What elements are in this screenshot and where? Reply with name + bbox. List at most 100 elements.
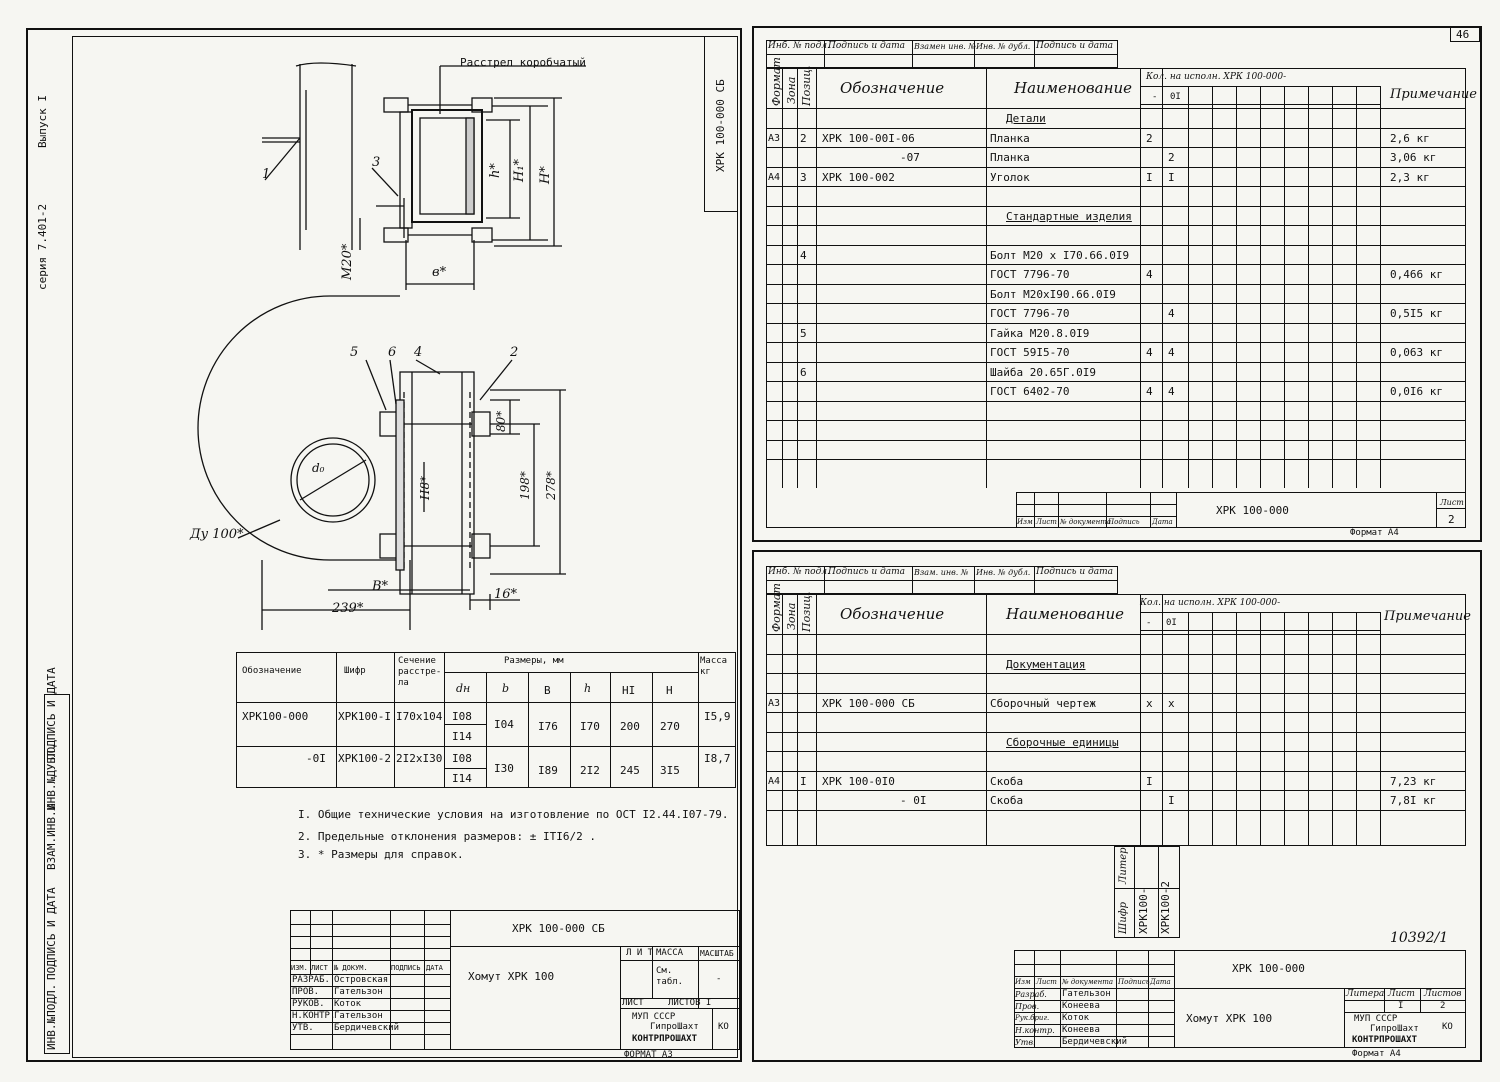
grid-line: [1284, 86, 1285, 488]
top-head-zone: Зона: [785, 76, 798, 104]
left-org-3: КОНТРПРОШАХТ: [632, 1034, 698, 1044]
row-format: А4: [768, 171, 781, 183]
bottom-name-1: Гательзон: [1062, 989, 1111, 999]
bottom-head-format: Формат: [770, 583, 783, 632]
left-stamp-sheets: ЛИСТОВ I: [668, 998, 712, 1008]
table-row-2-h: 2I2: [580, 764, 600, 777]
grid-line: [1140, 594, 1141, 846]
row-name: Гайка М20.8.0I9: [990, 326, 1090, 340]
row-note: 2,6 кг: [1390, 131, 1430, 145]
label-H: H*: [538, 166, 553, 184]
row-format: А3: [768, 132, 781, 144]
table-row-1-dn2: I14: [452, 730, 472, 743]
grid-line: [1356, 612, 1357, 846]
row-qty-2: 4: [1168, 346, 1175, 359]
top-head-pos: Позиц.: [800, 65, 813, 106]
grid-line: [766, 809, 1466, 811]
grid-line: [766, 381, 1466, 382]
bottom-stamp-3: Взам. инв. №: [914, 568, 969, 577]
grid-line: [1162, 68, 1163, 488]
table-row-2-code: -0I: [306, 752, 326, 765]
row-name: ГОСТ 6402-70: [990, 385, 1070, 398]
top-head-q2: 0I: [1170, 92, 1181, 102]
stamp-name-4: Гательзон: [334, 1011, 383, 1021]
th-designation: Обозначение: [242, 666, 302, 676]
table-row-2-H: 3I5: [660, 764, 680, 777]
bottom-name-4: Конеева: [1062, 1025, 1100, 1035]
bottom-head-qty: Кол. на исполн. ХРК 100-000-: [1140, 598, 1281, 608]
bottom-org-1: МУП СССР: [1354, 1014, 1398, 1024]
callout-casing: Расстрел коробчатый: [460, 56, 586, 69]
row-designation: ХРК 100-000 СБ: [822, 696, 915, 710]
bottom-stamp-sheets: Листов: [1424, 989, 1462, 999]
bottom-role-1: Разраб.: [1015, 990, 1047, 999]
top-title-stamp: [1016, 492, 1466, 528]
bottom-name-2: Конеева: [1062, 1001, 1100, 1011]
label-80: 80*: [494, 410, 508, 432]
grid-line: [766, 692, 1466, 694]
bottom-format: Формат А4: [1352, 1049, 1401, 1059]
row-qty-2: 2: [1168, 151, 1175, 164]
bottom-stamp-izm: Изм: [1015, 978, 1031, 986]
row-designation: ХРК 100-00I-06: [822, 131, 915, 145]
grid-line: [986, 594, 987, 846]
grid-line: [766, 342, 1466, 343]
th-mass: Масса кг: [700, 656, 728, 677]
row-qty-2: 4: [1168, 385, 1175, 398]
table-row-1-B: I76: [538, 720, 558, 733]
grid-line: [1148, 950, 1149, 1048]
side-code-box: [704, 36, 738, 212]
handwritten-number: 10392/1: [1390, 930, 1449, 946]
grid-line: [1212, 612, 1213, 846]
left-stamp-title: Хомут ХРК 100: [468, 970, 555, 983]
table-row-1-code: ХРК100-000: [242, 710, 309, 723]
row-note: 3,06 кг: [1390, 151, 1437, 164]
top-right-spec-sheet: [752, 26, 1482, 542]
grid-line: [766, 459, 1466, 460]
row-position: 4: [800, 248, 807, 262]
note-2: 2. Предельные отклонения размеров: ± IТI…: [298, 830, 597, 843]
grid-line: [1014, 1000, 1174, 1001]
liter-label: Литер.: [1118, 844, 1129, 884]
row-qty-1: I: [1146, 774, 1153, 788]
stamp-head-list: ЛИСТ: [311, 964, 328, 972]
grid-line: [766, 108, 1466, 109]
th-h: h: [584, 682, 592, 695]
label-198: 198*: [518, 471, 532, 500]
top-stamp-list: Лист: [1036, 518, 1057, 526]
top-head-designation: Обозначение: [840, 79, 945, 97]
row-name: Уголок: [990, 170, 1030, 184]
left-stamp-mass: МАССА: [656, 948, 684, 958]
top-stamp-3: Взамен инв. №: [914, 42, 976, 51]
grid-line: [766, 166, 1466, 168]
row-name: Планка: [990, 151, 1030, 164]
bottom-stamp-date: Дата: [1150, 978, 1171, 986]
th-sizes: Размеры, мм: [504, 656, 564, 666]
th-section: Сечение расстре-ла: [398, 656, 442, 688]
side-stamp-strip: [44, 694, 70, 1054]
bottom-role-3: Рук.бриг.: [1015, 1014, 1050, 1022]
left-format: ФОРМАТ А3: [624, 1050, 673, 1060]
bottom-head-note: Примечание: [1384, 609, 1471, 624]
left-stamp-mass-val: См. табл.: [656, 966, 684, 987]
bottom-org-code: КО: [1442, 1022, 1453, 1032]
page-number: 46: [1456, 28, 1470, 41]
bottom-stamp-2: Подпись и дата: [828, 567, 905, 577]
grid-line: [766, 186, 1466, 187]
row-note: 0,063 кг: [1390, 346, 1443, 359]
left-org-2: ГипроШахт: [650, 1022, 699, 1032]
row-name: ГОСТ 7796-70: [990, 268, 1070, 281]
stamp-role-2: ПРОВ.: [292, 987, 320, 997]
top-head-note: Примечание: [1390, 87, 1477, 102]
grid-line: [766, 790, 1466, 791]
left-stamp-lit: Л И Т: [626, 948, 654, 958]
stamp-name-1: Островская: [334, 975, 389, 985]
table-row-2-section: 2I2xI30: [396, 752, 443, 765]
row-name: Скоба: [990, 794, 1024, 807]
row-name: Шайба 20.65Г.0I9: [990, 365, 1096, 379]
stamp-role-5: УТВ.: [292, 1023, 314, 1033]
grid-line: [766, 673, 1466, 674]
stamp-head-doc: № ДОКУМ.: [334, 964, 368, 972]
stamp-name-2: Гательзон: [334, 987, 383, 997]
grid-line: [766, 303, 1466, 304]
